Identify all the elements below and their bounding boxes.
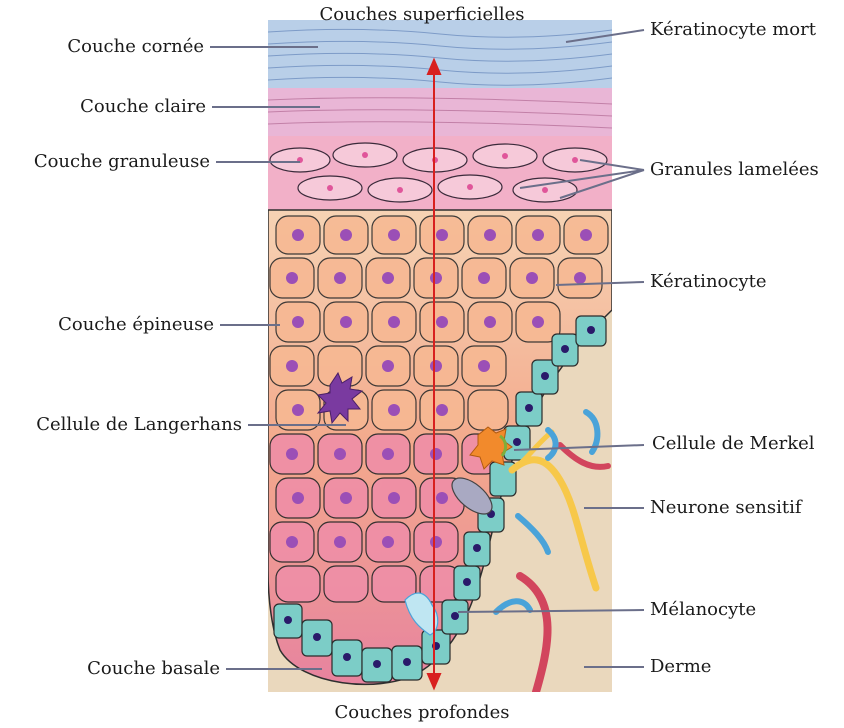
label-stratum-spinosum: Couche épineuse: [58, 314, 214, 336]
label-dermis: Derme: [650, 656, 711, 678]
label-dead-keratinocyte: Kératinocyte mort: [650, 19, 816, 41]
label-langerhans-cell: Cellule de Langerhans: [36, 414, 242, 436]
bottom-axis-label: Couches profondes: [0, 702, 844, 724]
label-melanocyte: Mélanocyte: [650, 599, 756, 621]
label-stratum-lucidum: Couche claire: [80, 96, 206, 118]
label-stratum-corneum: Couche cornée: [67, 36, 204, 58]
label-stratum-basale: Couche basale: [87, 658, 220, 680]
stratum-lucidum: [268, 88, 612, 138]
stratum-corneum: [268, 20, 612, 90]
label-keratinocyte: Kératinocyte: [650, 271, 767, 293]
label-stratum-granulosum: Couche granuleuse: [34, 151, 210, 173]
label-lamellar-granules: Granules lamelées: [650, 159, 819, 181]
label-merkel-cell: Cellule de Merkel: [652, 433, 815, 455]
label-sensory-neuron: Neurone sensitif: [650, 497, 802, 519]
